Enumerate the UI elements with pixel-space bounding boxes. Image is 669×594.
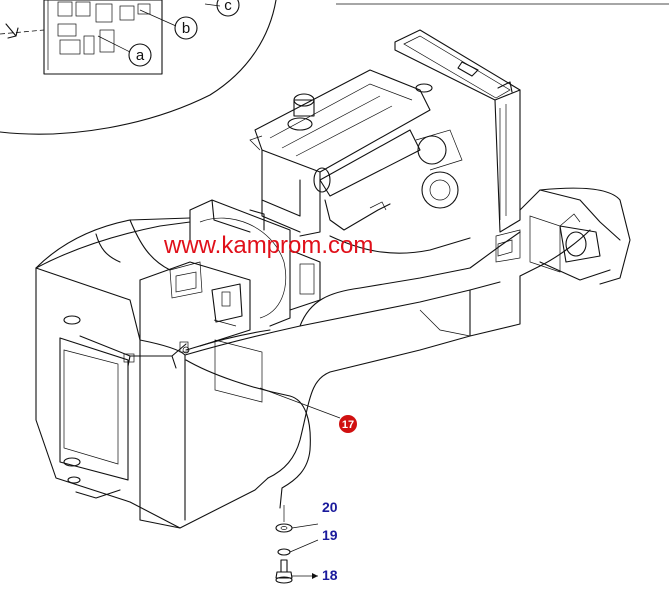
callout-a-circle	[128, 43, 152, 67]
leader-17	[259, 387, 341, 419]
callout-b-label: b	[182, 20, 190, 37]
part-19-label: 19	[322, 527, 338, 543]
part-17-badge	[339, 415, 357, 433]
part-17-label: 17	[342, 419, 354, 431]
bolt-icon	[275, 559, 293, 584]
side-motor	[559, 213, 601, 263]
part-18-label: 18	[322, 567, 338, 583]
washer-icon	[275, 523, 293, 533]
watermark-text: www.kamprom.com	[163, 232, 373, 259]
wiring-harness	[79, 329, 311, 509]
engine	[249, 69, 471, 254]
machine-frame	[35, 187, 631, 529]
lockwasher-icon	[277, 548, 291, 556]
radiator	[394, 29, 521, 233]
callout-c-circle	[216, 0, 240, 17]
callout-a-label: a	[136, 47, 145, 64]
battery-box	[139, 261, 251, 347]
detail-inset: a b c	[0, 0, 277, 135]
part-20-label: 20	[322, 499, 338, 515]
callout-c-label: c	[224, 0, 232, 14]
hardware-stack	[275, 523, 293, 584]
callout-b-circle	[174, 16, 198, 40]
flywheel-housing	[189, 199, 321, 327]
